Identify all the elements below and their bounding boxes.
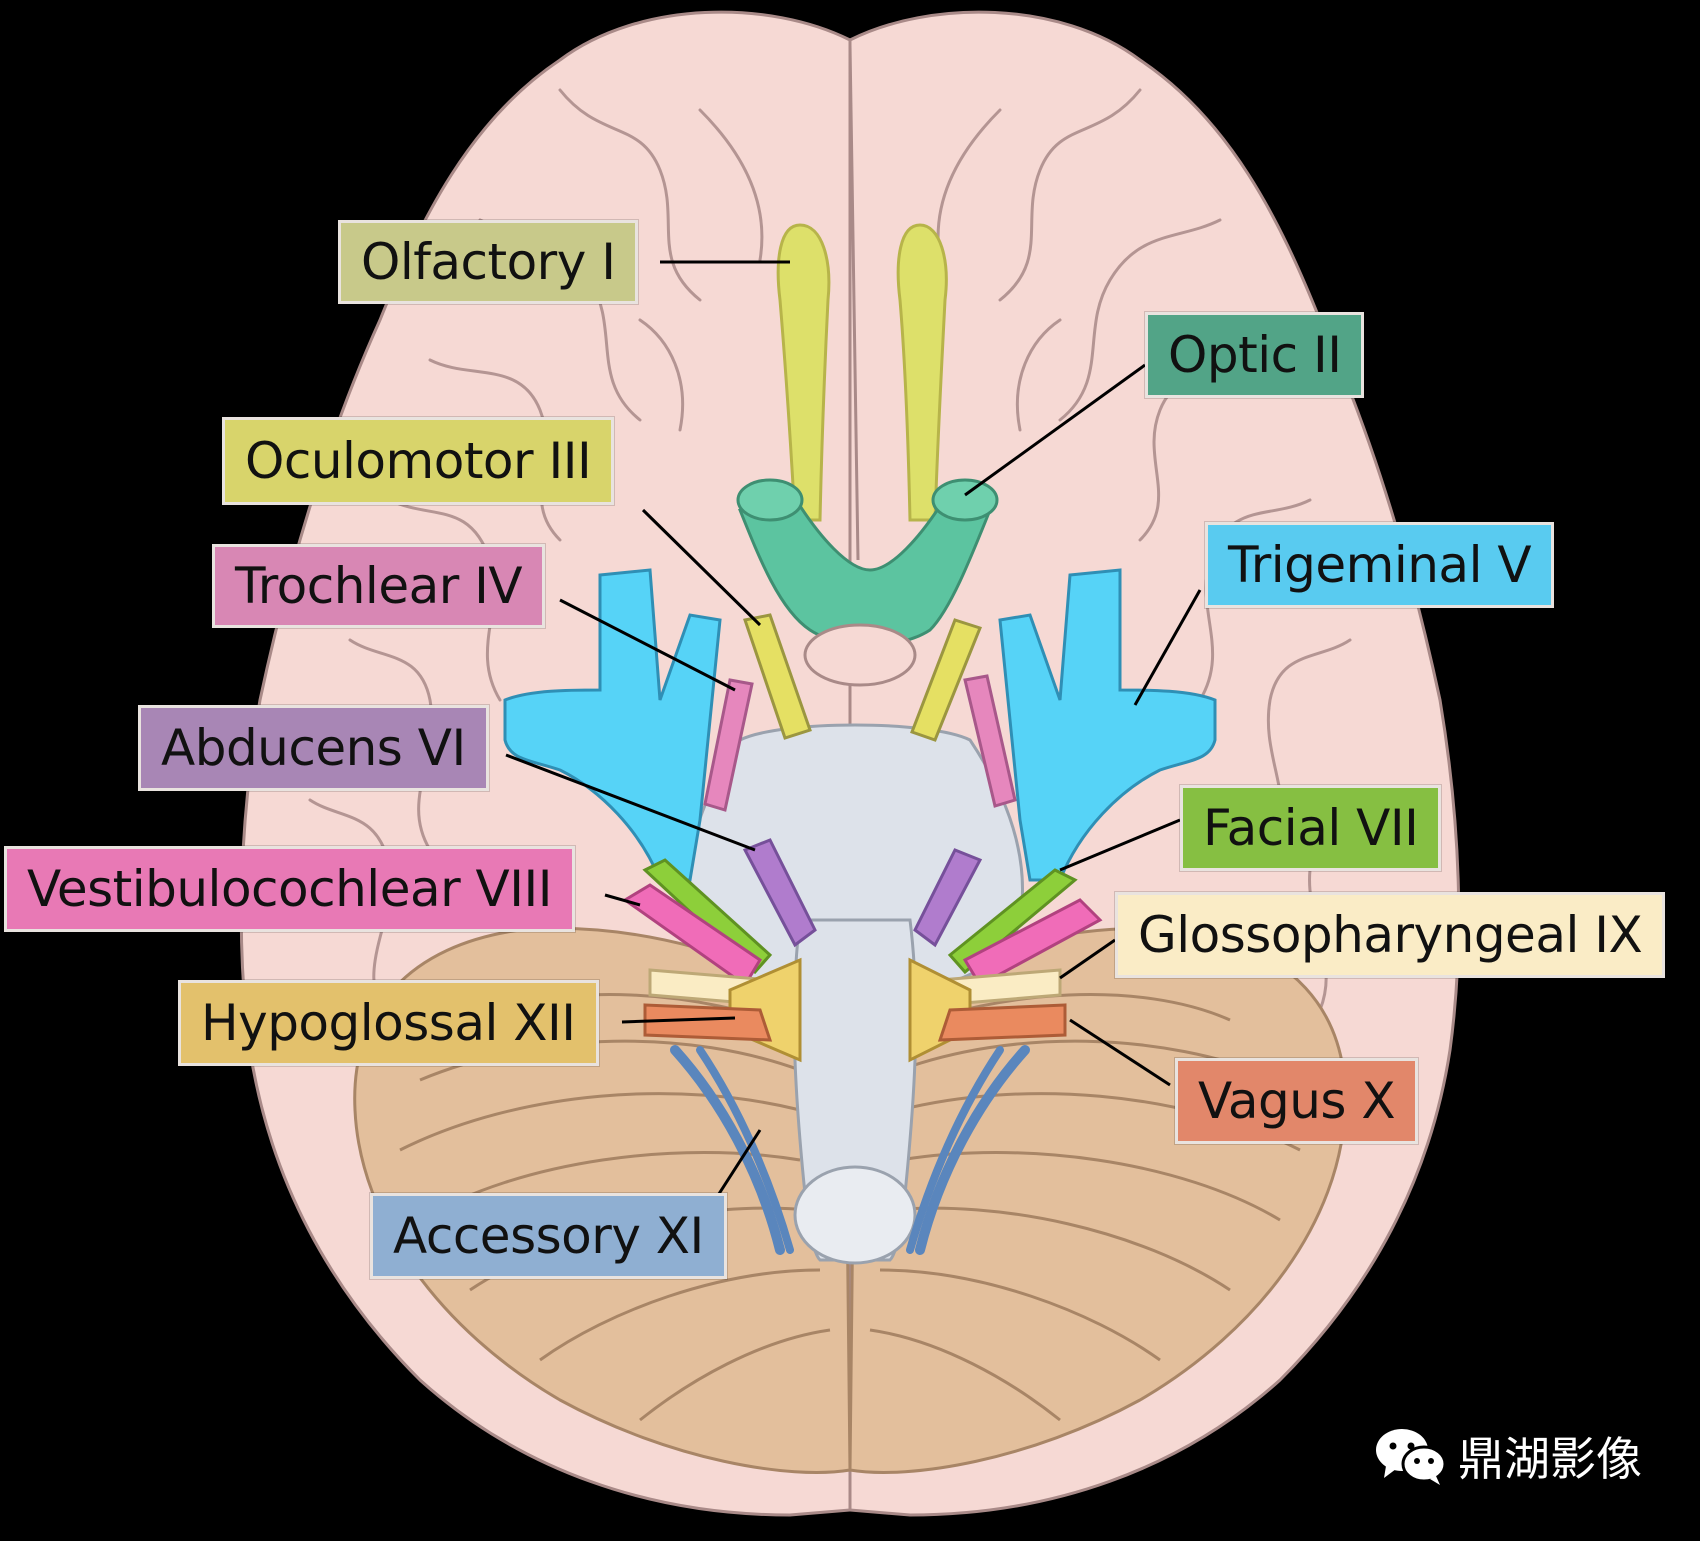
label-optic-text: Optic II	[1168, 326, 1342, 384]
label-vestibulocochlear-text: Vestibulocochlear VIII	[27, 860, 553, 918]
abducens-nerve	[742, 838, 983, 948]
olfactory-bulb-right	[896, 223, 948, 522]
label-vagus: Vagus X	[1175, 1058, 1419, 1144]
label-hypoglossal-text: Hypoglossal XII	[201, 994, 576, 1052]
watermark: 鼎湖影像	[1374, 1423, 1642, 1489]
label-facial-text: Facial VII	[1203, 799, 1419, 857]
label-oculomotor-text: Oculomotor III	[245, 432, 592, 490]
label-olfactory-text: Olfactory I	[361, 233, 616, 291]
olfactory-nerve	[776, 223, 948, 522]
longitudinal-fissure	[848, 44, 860, 561]
oculomotor-nerve	[743, 613, 982, 742]
label-glossopharyngeal: Glossopharyngeal IX	[1115, 892, 1666, 978]
label-optic: Optic II	[1145, 312, 1365, 398]
trigeminal-right	[998, 568, 1217, 882]
vestibulocochlear-nerve	[622, 883, 1103, 988]
label-olfactory: Olfactory I	[338, 220, 639, 304]
label-trigeminal: Trigeminal V	[1205, 522, 1555, 608]
label-vagus-text: Vagus X	[1198, 1072, 1396, 1130]
label-glossopharyngeal-text: Glossopharyngeal IX	[1138, 906, 1643, 964]
label-hypoglossal: Hypoglossal XII	[178, 980, 599, 1066]
watermark-text: 鼎湖影像	[1458, 1432, 1642, 1486]
label-trochlear: Trochlear IV	[212, 544, 546, 628]
accessory-nerve	[670, 1045, 1030, 1255]
label-accessory: Accessory XI	[370, 1193, 727, 1279]
label-accessory-text: Accessory XI	[393, 1207, 704, 1265]
label-trochlear-text: Trochlear IV	[235, 557, 523, 615]
label-oculomotor: Oculomotor III	[222, 417, 615, 505]
leader-lines	[505, 260, 1202, 1201]
label-trigeminal-text: Trigeminal V	[1228, 536, 1532, 594]
vagus-nerve	[643, 1003, 1067, 1042]
label-abducens-text: Abducens VI	[161, 719, 466, 777]
wechat-icon	[1376, 1429, 1447, 1485]
label-abducens: Abducens VI	[138, 705, 489, 791]
optic-chiasm	[736, 478, 999, 687]
spinal-cord-section	[793, 1165, 917, 1265]
label-facial: Facial VII	[1180, 785, 1442, 871]
trochlear-nerve	[703, 674, 1017, 812]
label-vestibulocochlear: Vestibulocochlear VIII	[4, 846, 575, 932]
